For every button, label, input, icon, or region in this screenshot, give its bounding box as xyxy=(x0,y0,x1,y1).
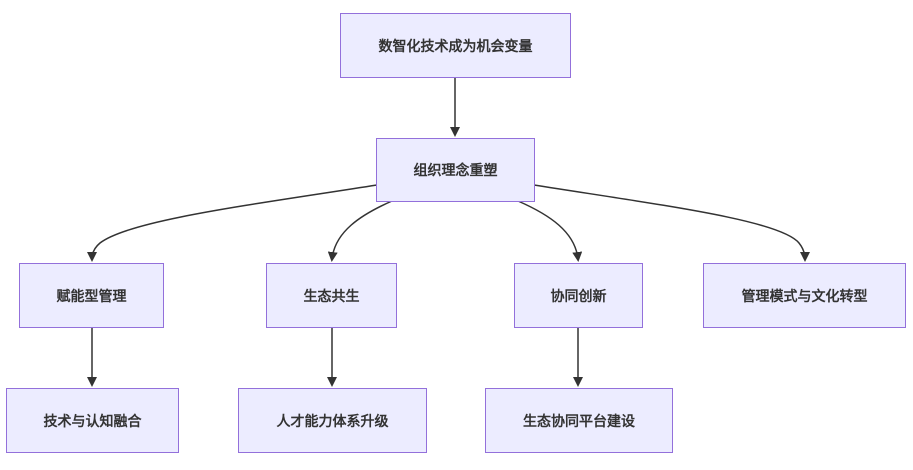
node-mgmt-culture-transform: 管理模式与文化转型 xyxy=(703,263,906,328)
node-collab-innovation-label: 协同创新 xyxy=(550,288,607,305)
node-root-label: 数智化技术成为机会变量 xyxy=(378,38,533,55)
edge-org-reshape-to-empower-mgmt xyxy=(87,184,378,262)
node-collab-innovation: 协同创新 xyxy=(514,263,643,328)
node-eco-platform: 生态协同平台建设 xyxy=(485,388,673,453)
node-eco-symbiosis: 生态共生 xyxy=(266,263,397,328)
node-org-reshape: 组织理念重塑 xyxy=(376,138,535,202)
edge-org-reshape-to-collab-innovation xyxy=(517,200,583,262)
node-mgmt-culture-transform-label: 管理模式与文化转型 xyxy=(741,288,868,305)
node-tech-cognition: 技术与认知融合 xyxy=(6,388,179,453)
node-talent-upgrade-label: 人才能力体系升级 xyxy=(276,413,389,430)
node-eco-symbiosis-label: 生态共生 xyxy=(303,288,360,305)
node-empower-mgmt-label: 赋能型管理 xyxy=(56,288,127,305)
edge-org-reshape-to-eco-symbiosis xyxy=(327,200,393,262)
node-eco-platform-label: 生态协同平台建设 xyxy=(523,413,635,430)
node-tech-cognition-label: 技术与认知融合 xyxy=(43,413,142,430)
node-empower-mgmt: 赋能型管理 xyxy=(19,263,164,328)
node-talent-upgrade: 人才能力体系升级 xyxy=(238,388,427,453)
edge-org-reshape-to-mgmt-culture xyxy=(533,184,810,262)
node-root: 数智化技术成为机会变量 xyxy=(340,13,571,78)
node-org-reshape-label: 组织理念重塑 xyxy=(413,163,498,179)
